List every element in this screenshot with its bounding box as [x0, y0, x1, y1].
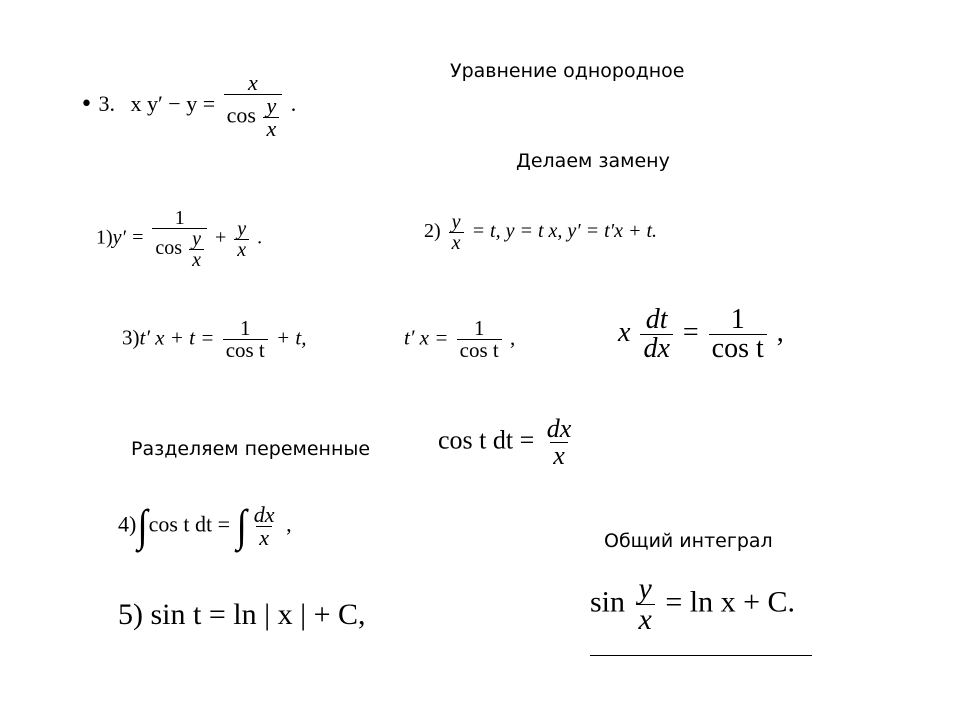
step-4-label: 4) — [118, 511, 137, 537]
equation-final: sin y x = ln x + C. — [590, 574, 795, 635]
equation-step-2: 2) y x = t, y = t x, y′ = t′x + t. — [424, 212, 657, 253]
step-3-denominator: cos t — [222, 339, 268, 361]
step-3c-numerator-2: 1 — [730, 304, 745, 335]
integral-sign: ∫ — [137, 501, 148, 551]
step-3-fraction: 1 cos t — [222, 316, 268, 361]
step-2-numerator: y — [451, 211, 461, 233]
final-fraction: y x — [635, 572, 655, 636]
step-1-fraction-2: y x — [234, 217, 250, 261]
step-1-plus: + — [214, 226, 227, 249]
step-2-denominator: x — [451, 232, 461, 254]
step-1-lhs: y′ = — [112, 226, 145, 249]
step-3-lhs: t′ x + t = — [139, 325, 215, 350]
step-3c-x: x — [618, 316, 631, 348]
step-1-f2-numerator: y — [237, 217, 247, 240]
step-2-fraction: y x — [448, 211, 464, 254]
step-4-numerator: dx — [253, 502, 275, 527]
step-3-label: 3) — [122, 325, 140, 350]
separated-denominator: x — [553, 441, 565, 470]
equation-step-3: 3)t′ x + t = 1 cos t + t, — [122, 318, 307, 361]
final-sin: sin — [590, 585, 626, 619]
step-3c-denominator: dx — [643, 333, 670, 364]
step-4-denominator: x — [259, 525, 270, 550]
step-1-inner-numerator: y — [192, 228, 201, 250]
bullet-icon: • — [80, 92, 93, 118]
step-1-tail: . — [257, 226, 263, 249]
equation-3-numerator: x — [248, 70, 258, 95]
final-rest: = ln x + C. — [665, 585, 796, 619]
equation-3-prefix: 3. — [98, 91, 115, 117]
step-3c-eq: = — [682, 316, 699, 348]
step-2-label: 2) — [424, 220, 441, 243]
step-3c-fraction: dt dx — [640, 304, 673, 364]
equation-step-3b: t′ x = 1 cos t , — [404, 318, 515, 361]
step-3b-fraction: 1 cos t — [456, 316, 502, 361]
equation-step-4: 4)∫cos t dt = ∫ dx x , — [118, 504, 292, 549]
step-3-numerator: 1 — [239, 316, 251, 340]
step-1-inner-denominator: x — [192, 249, 201, 271]
equation-step-3c: x dt dx = 1 cos t , — [618, 306, 784, 363]
separated-lhs: cos t dt = — [438, 425, 535, 455]
step-3c-denominator-2: cos t — [708, 334, 767, 363]
step-3b-tail: , — [510, 325, 516, 350]
step-4-tail: , — [286, 511, 292, 537]
note-homogeneous: Уравнение однородное — [450, 60, 685, 82]
step-3b-numerator: 1 — [473, 316, 485, 340]
equation-3-lhs: x y′ − y = — [130, 91, 216, 117]
equation-3-inner-numerator: y — [266, 93, 277, 118]
equation-3-cos: cos — [226, 102, 256, 128]
step-3c-numerator: dt — [645, 304, 668, 335]
final-denominator: x — [638, 603, 652, 636]
equation-3: • 3. x y′ − y = x cos y x . — [80, 72, 296, 140]
step-3-tail: + t, — [276, 325, 307, 350]
note-general-integral: Общий интеграл — [604, 530, 773, 552]
step-3b-lhs: t′ x = — [404, 325, 449, 350]
step-4-body: cos t dt = — [148, 511, 231, 537]
final-numerator: y — [638, 572, 652, 605]
final-underline — [590, 655, 812, 656]
step-1-label: 1) — [96, 226, 113, 249]
integral-sign-2: ∫ — [236, 501, 247, 551]
equation-step-5: 5) sin t = ln | x | + C, — [118, 598, 366, 631]
equation-3-inner-denominator: x — [266, 116, 277, 141]
equation-3-fraction: x cos y x — [223, 70, 283, 141]
step-3c-fraction-2: 1 cos t — [708, 304, 767, 363]
step-1-numerator: 1 — [174, 207, 185, 229]
separated-numerator: dx — [546, 414, 572, 443]
note-substitution: Делаем замену — [516, 150, 670, 172]
note-separate-variables: Разделяем переменные — [131, 438, 371, 460]
equation-separated: cos t dt = dx x — [438, 416, 577, 469]
step-1-fraction: 1 cos y x — [152, 208, 207, 270]
equation-3-tail: . — [290, 91, 297, 117]
step-3c-tail: , — [776, 316, 784, 348]
equation-step-1: 1)y′ = 1 cos y x + y x . — [96, 208, 262, 270]
step-2-rest: = t, y = t x, y′ = t′x + t. — [471, 220, 658, 243]
step-1-cos: cos — [155, 237, 183, 260]
separated-fraction: dx x — [544, 416, 575, 469]
step-3b-denominator: cos t — [456, 339, 502, 361]
step-4-fraction: dx x — [251, 504, 278, 549]
step-1-f2-denominator: x — [237, 238, 247, 261]
